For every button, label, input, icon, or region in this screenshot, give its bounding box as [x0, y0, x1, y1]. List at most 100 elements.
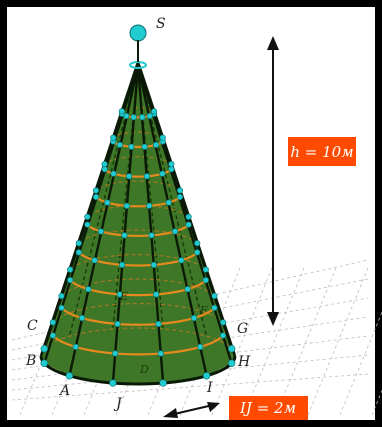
ring: [48, 328, 228, 356]
label-e: E: [119, 290, 128, 303]
joint-node: [40, 345, 49, 353]
joint-node: [165, 199, 172, 206]
joint-node: [202, 277, 209, 284]
joint-node: [197, 343, 204, 351]
ring: [93, 193, 183, 208]
joint-node: [168, 166, 175, 173]
joint-node: [58, 292, 65, 300]
joint-node: [202, 372, 211, 380]
label-g: G: [237, 321, 248, 337]
label-i: I: [206, 380, 213, 396]
hidden-rib: [68, 65, 139, 337]
height-tag-text: h = 10м: [290, 143, 353, 161]
joint-node: [159, 379, 167, 387]
segment-tag-text: IJ = 2м: [239, 399, 296, 417]
joint-node: [67, 266, 74, 273]
joint-node: [40, 359, 49, 367]
joint-node: [78, 314, 86, 322]
height-tag: h = 10м: [288, 137, 356, 166]
joint-node: [114, 320, 121, 328]
grid-line: [243, 267, 305, 416]
joint-node: [118, 108, 125, 115]
joint-node: [185, 213, 192, 220]
joint-node: [184, 286, 191, 293]
cone-surface: [41, 62, 235, 384]
hidden-rib: [137, 65, 208, 337]
hidden-ring: [76, 229, 200, 248]
joint-node: [116, 141, 123, 148]
joint-node: [178, 257, 185, 264]
apex-ball: [129, 24, 147, 42]
joint-node: [202, 266, 209, 273]
joint-node: [146, 202, 153, 209]
joint-node: [91, 257, 98, 264]
grid-line: [307, 267, 369, 416]
joint-node: [168, 160, 175, 168]
height-arrow: [267, 36, 279, 326]
joint-node: [148, 232, 155, 239]
joint-node: [171, 228, 179, 235]
joint-node: [72, 343, 79, 351]
joint-node: [121, 232, 128, 239]
label-f: F: [199, 304, 208, 317]
hidden-ring: [58, 278, 218, 302]
base-edge: [39, 355, 237, 386]
joint-node: [151, 108, 158, 115]
joint-node: [84, 221, 91, 228]
joint-node: [65, 372, 74, 380]
joint-node: [58, 304, 65, 311]
joint-node: [227, 359, 236, 367]
joint-node: [194, 249, 201, 256]
joint-node: [143, 173, 151, 180]
joint-node: [176, 187, 184, 194]
joint-node: [109, 379, 117, 387]
joint-node: [104, 199, 111, 206]
joint-node: [110, 170, 117, 177]
ring: [57, 301, 219, 326]
joint-node: [190, 314, 198, 322]
joint-node: [157, 350, 164, 357]
ring: [75, 247, 201, 267]
joint-node: [159, 134, 166, 141]
joint-node: [128, 143, 135, 150]
label-d: D: [139, 363, 149, 376]
joint-node: [219, 332, 227, 339]
label-b: B: [25, 353, 36, 369]
joint-node: [92, 187, 100, 194]
joint-node: [75, 240, 82, 247]
joint-node: [75, 249, 82, 256]
joint-node: [123, 202, 130, 209]
label-a: A: [58, 383, 70, 399]
joint-node: [101, 166, 108, 173]
grid-line: [211, 267, 273, 416]
joint-node: [139, 114, 146, 121]
joint-node: [219, 319, 227, 326]
ring: [102, 166, 174, 178]
joint-node: [153, 141, 160, 148]
joint-node: [227, 345, 236, 353]
cone-body: [39, 24, 237, 387]
joint-node: [176, 193, 184, 201]
label-j: J: [113, 396, 123, 412]
joint-node: [153, 291, 160, 298]
joint-node: [119, 261, 126, 269]
joint-node: [211, 304, 218, 311]
joint-node: [116, 291, 123, 298]
hidden-ring: [40, 327, 236, 357]
hidden-ring: [67, 253, 209, 275]
joint-node: [150, 261, 157, 269]
joint-node: [92, 193, 100, 201]
joint-node: [112, 350, 119, 357]
joint-node: [146, 112, 153, 120]
joint-node: [49, 319, 57, 326]
grid-line: [275, 267, 337, 416]
joint-node: [155, 320, 162, 328]
label-h: H: [237, 354, 251, 370]
joint-node: [110, 134, 117, 141]
joint-node: [101, 160, 108, 168]
joint-node: [97, 228, 105, 235]
joint-node: [85, 286, 92, 293]
segment-tag: IJ = 2м: [229, 396, 308, 420]
joint-node: [84, 213, 91, 220]
